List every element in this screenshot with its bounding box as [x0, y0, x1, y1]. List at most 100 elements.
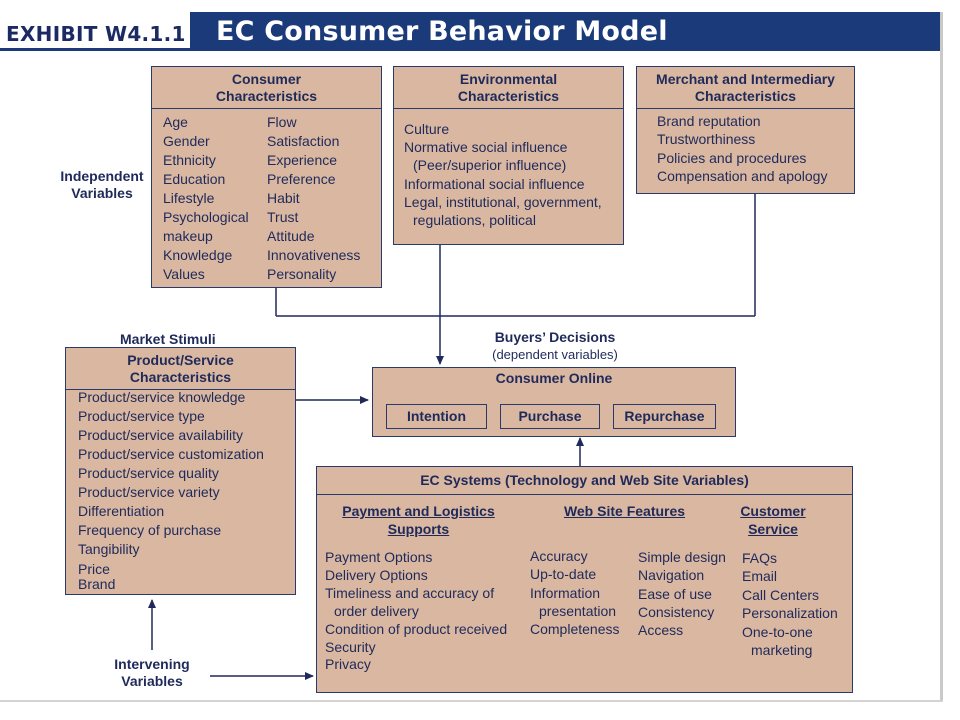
consumer-characteristic-item: Psychological	[163, 209, 249, 225]
environmental-characteristic-item: Culture	[404, 121, 450, 137]
customer-service-item: Personalization	[742, 605, 838, 622]
exhibit-label: EXHIBIT W4.1.1	[6, 22, 186, 46]
payment-logistics-item: Payment Options	[325, 549, 433, 565]
consumer-online-title: Consumer Online	[495, 370, 613, 386]
web-feature-item: Ease of use	[638, 585, 712, 602]
ec-systems-header: EC Systems (Technology and Web Site Vari…	[317, 467, 852, 495]
product-characteristic-item: Product/service availability	[78, 427, 243, 443]
independent-line2: Variables	[71, 185, 133, 201]
right-frame	[940, 12, 943, 702]
customer-service-item: marketing	[751, 642, 813, 658]
customer-service-heading: Customer Service	[727, 502, 819, 538]
product-title-line1: Product/Service	[127, 352, 234, 368]
web-feature-item: Accuracy	[530, 548, 588, 564]
customer-service-item: FAQs	[742, 550, 778, 566]
consumer-characteristic-item: Lifestyle	[163, 190, 215, 206]
consumer-characteristic-item: Age	[163, 114, 188, 130]
environmental-header: Environmental Characteristics	[394, 67, 623, 109]
product-characteristic-item: Product/service knowledge	[78, 389, 246, 405]
product-characteristic-item: Product/service customization	[78, 446, 264, 462]
product-characteristic-item: Product/service quality	[78, 465, 219, 481]
independent-line1: Independent	[60, 168, 144, 184]
diagram-title: EC Consumer Behavior Model	[216, 16, 668, 47]
product-characteristic-item: Product/service type	[78, 408, 205, 424]
product-characteristic-item: Frequency of purchase	[78, 522, 222, 538]
product-characteristic-item: Price	[78, 561, 110, 577]
product-title-line2: Characteristics	[129, 369, 232, 385]
decision-purchase: Purchase	[500, 404, 600, 429]
consumer-characteristic-item: Attitude	[267, 228, 315, 244]
environmental-characteristic-item: regulations, political	[413, 212, 536, 228]
customer-service-item: Call Centers	[742, 586, 820, 603]
environmental-characteristic-item: Legal, institutional, government,	[404, 193, 602, 210]
merchant-header: Merchant and Intermediary Characteristic…	[637, 67, 854, 109]
merchant-title-line1: Merchant and Intermediary	[656, 71, 835, 87]
service-head-line2: Service	[748, 521, 798, 537]
service-head-line1: Customer	[740, 503, 806, 519]
consumer-title-line1: Consumer	[231, 71, 302, 87]
consumer-characteristic-item: makeup	[163, 228, 213, 244]
payment-head-line1: Payment and Logistics	[342, 503, 495, 519]
consumer-characteristic-item: Flow	[267, 114, 297, 130]
buyers-decisions-title: Buyers’ Decisions	[494, 329, 616, 345]
web-feature-item: Access	[638, 622, 684, 639]
web-feature-item: Consistency	[638, 603, 715, 620]
merchant-title-line2: Characteristics	[694, 88, 797, 104]
payment-logistics-item: Privacy	[325, 656, 371, 673]
consumer-characteristic-item: Personality	[267, 266, 337, 282]
payment-head-line2: Supports	[387, 521, 450, 537]
customer-service-item: Email	[742, 568, 778, 585]
consumer-characteristic-item: Satisfaction	[267, 133, 340, 149]
consumer-title-line2: Characteristics	[215, 88, 318, 104]
merchant-characteristics-box: Merchant and Intermediary Characteristic…	[636, 66, 855, 194]
product-header: Product/Service Characteristics	[66, 348, 295, 390]
product-characteristic-item: Product/service variety	[78, 484, 220, 500]
consumer-characteristic-item: Ethnicity	[163, 152, 216, 168]
consumer-characteristic-item: Knowledge	[163, 247, 233, 263]
consumer-header: Consumer Characteristics	[152, 67, 381, 109]
web-feature-item: Simple design	[638, 549, 726, 565]
consumer-characteristic-item: Values	[163, 266, 205, 282]
web-feature-item: Navigation	[638, 567, 705, 584]
web-feature-item: presentation	[539, 602, 617, 619]
consumer-characteristic-item: Education	[163, 171, 226, 187]
payment-logistics-item: Condition of product received	[325, 620, 508, 637]
payment-logistics-item: order delivery	[334, 602, 419, 619]
environmental-characteristic-item: Normative social influence	[404, 139, 568, 156]
title-band	[190, 12, 940, 48]
environmental-characteristic-item: (Peer/superior influence)	[413, 157, 567, 174]
product-characteristic-item: Tangibility	[78, 541, 140, 557]
consumer-characteristic-item: Innovativeness	[267, 247, 361, 263]
merchant-characteristic-item: Trustworthiness	[657, 131, 756, 148]
title-rule	[0, 48, 940, 51]
payment-logistics-item: Delivery Options	[325, 566, 428, 583]
web-feature-item: Completeness	[530, 621, 620, 638]
consumer-characteristic-item: Gender	[163, 133, 210, 149]
bottom-frame	[0, 700, 943, 702]
web-feature-item: Information	[530, 584, 601, 601]
product-service-box: Product/Service Characteristics Product/…	[65, 347, 296, 595]
merchant-characteristic-item: Brand reputation	[657, 113, 761, 129]
consumer-online-box: Consumer Online Intention Purchase Repur…	[372, 367, 736, 437]
environmental-title-line1: Environmental	[459, 71, 558, 87]
ec-systems-box: EC Systems (Technology and Web Site Vari…	[316, 466, 853, 693]
intervening-variables-label: Intervening Variables	[104, 656, 200, 690]
payment-logistics-heading: Payment and Logistics Supports	[327, 502, 510, 538]
web-feature-item: Up-to-date	[530, 566, 597, 583]
merchant-characteristic-item: Policies and procedures	[657, 149, 807, 166]
customer-service-item: One-to-one	[742, 623, 813, 640]
product-characteristic-item: Brand	[78, 576, 116, 592]
decision-repurchase: Repurchase	[613, 404, 716, 429]
intervening-line1: Intervening	[114, 656, 190, 672]
decision-intention: Intention	[386, 404, 487, 429]
environmental-title-line2: Characteristics	[457, 88, 560, 104]
payment-logistics-item: Timeliness and accuracy of	[325, 584, 495, 601]
environmental-characteristic-item: Informational social influence	[404, 175, 585, 192]
dependent-variables-label: (dependent variables)	[492, 347, 618, 362]
merchant-characteristic-item: Compensation and apology	[657, 168, 828, 185]
product-characteristic-item: Differentiation	[78, 503, 165, 519]
consumer-characteristic-item: Preference	[267, 171, 336, 187]
payment-logistics-item: Security	[325, 638, 376, 655]
